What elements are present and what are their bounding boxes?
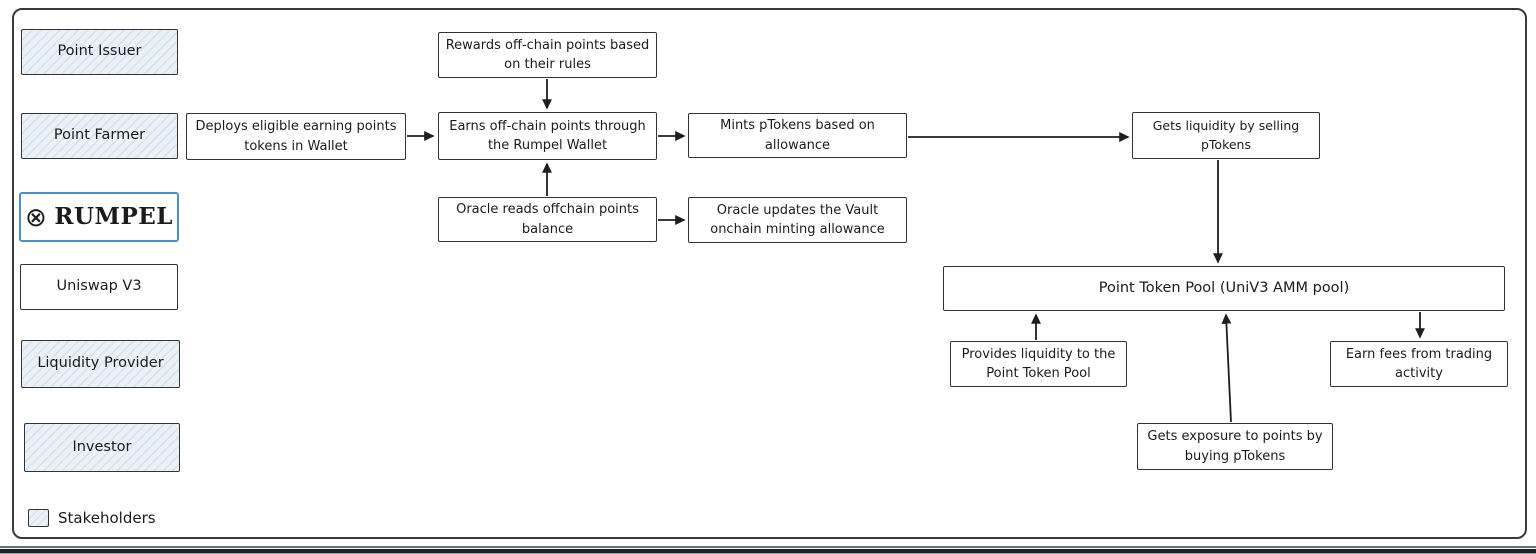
stakeholder-point-farmer: Point Farmer — [21, 113, 178, 159]
sell-ptokens-label: Gets liquidity by selling pTokens — [1152, 117, 1300, 152]
product-uniswap-v3: Uniswap V3 — [20, 264, 178, 310]
stakeholder-point-issuer: Point Issuer — [21, 29, 178, 75]
rewards-label: Rewards off-chain points based on their … — [445, 37, 650, 73]
provides-liquidity-label: Provides liquidity to the Point Token Po… — [961, 346, 1116, 382]
diagram-frame — [12, 8, 1527, 539]
flow-node-rewards: Rewards off-chain points based on their … — [438, 32, 657, 78]
earn-fees-label: Earn fees from trading activity — [1345, 346, 1493, 382]
rumpel-logo-label: RUMPEL — [54, 202, 173, 230]
flow-node-point-token-pool: Point Token Pool (UniV3 AMM pool) — [943, 266, 1505, 311]
investor-label: Investor — [72, 438, 132, 455]
flow-node-deploys: Deploys eligible earning points tokens i… — [186, 113, 406, 160]
legend: Stakeholders — [28, 509, 156, 527]
oracle-reads-label: Oracle reads offchain points balance — [456, 202, 639, 237]
mints-label: Mints pTokens based on allowance — [720, 118, 875, 153]
flow-node-earns: Earns off-chain points through the Rumpe… — [438, 112, 657, 160]
point-token-pool-label: Point Token Pool (UniV3 AMM pool) — [1098, 279, 1350, 296]
stakeholder-investor: Investor — [24, 423, 180, 472]
flow-node-provides-liquidity: Provides liquidity to the Point Token Po… — [950, 341, 1127, 387]
deploys-label: Deploys eligible earning points tokens i… — [195, 119, 397, 154]
point-issuer-label: Point Issuer — [57, 43, 142, 60]
exposure-label: Gets exposure to points by buying pToken… — [1147, 429, 1323, 464]
legend-label: Stakeholders — [58, 509, 156, 527]
flow-node-exposure: Gets exposure to points by buying pToken… — [1137, 423, 1333, 470]
flow-node-oracle-reads: Oracle reads offchain points balance — [438, 197, 657, 242]
flow-node-oracle-updates: Oracle updates the Vault onchain minting… — [688, 197, 907, 243]
oracle-updates-label: Oracle updates the Vault onchain minting… — [710, 202, 885, 238]
rumpel-logo-icon: ⊗ — [25, 203, 48, 233]
legend-stakeholder-swatch — [28, 509, 49, 527]
flow-node-mints: Mints pTokens based on allowance — [688, 113, 907, 158]
earns-label: Earns off-chain points through the Rumpe… — [449, 118, 646, 154]
flow-node-sell-ptokens: Gets liquidity by selling pTokens — [1132, 112, 1320, 159]
point-farmer-label: Point Farmer — [53, 127, 146, 144]
liquidity-provider-label: Liquidity Provider — [37, 355, 164, 372]
uniswap-label: Uniswap V3 — [56, 278, 142, 295]
flow-node-earn-fees: Earn fees from trading activity — [1330, 341, 1508, 387]
rumpel-logo-box: ⊗ RUMPEL — [19, 192, 179, 242]
bottom-edge-bar — [0, 544, 1536, 554]
stakeholder-liquidity-provider: Liquidity Provider — [21, 340, 180, 388]
